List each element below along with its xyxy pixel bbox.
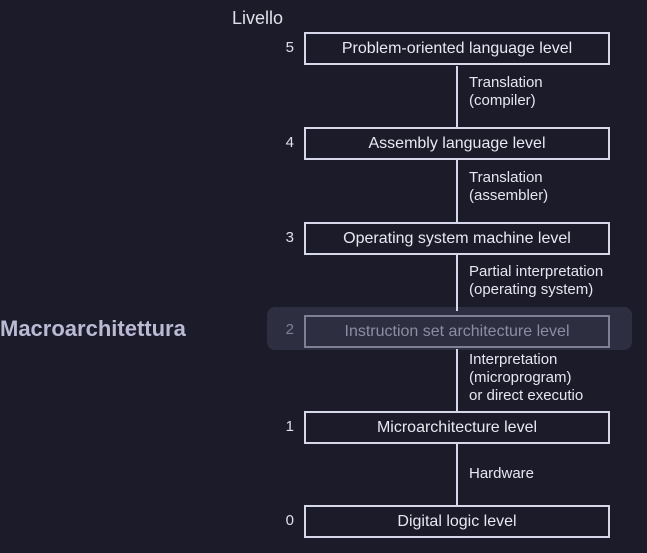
transition-label: Translation (compiler) (469, 74, 543, 109)
level-box-1: Microarchitecture level (304, 411, 610, 444)
connector-line (456, 160, 458, 222)
level-box-0: Digital logic level (304, 505, 610, 538)
connector-line (456, 349, 458, 411)
transition-label: Translation (assembler) (469, 169, 549, 204)
connector-line (456, 444, 458, 505)
level-number: 2 (285, 321, 294, 338)
connector-line (456, 66, 458, 127)
level-number: 5 (285, 39, 294, 56)
level-box-3: Operating system machine level (304, 222, 610, 255)
macroarchitecture-label: Macroarchitettura (0, 316, 186, 341)
level-number: 0 (285, 512, 294, 529)
level-box-5: Problem-oriented language level (304, 32, 610, 65)
transition-label: Interpretation (microprogram) or direct … (469, 351, 584, 404)
highlight-band (267, 307, 632, 350)
level-number: 1 (285, 418, 294, 435)
level-box-4: Assembly language level (304, 127, 610, 160)
axis-label-livello: Livello (232, 8, 284, 28)
level-box-2: Instruction set architecture level (304, 315, 610, 348)
transition-label: Partial interpretation (operating system… (469, 263, 604, 298)
transition-label: Hardware (469, 465, 535, 482)
level-number: 3 (285, 229, 294, 246)
connector-line (456, 255, 458, 311)
level-number: 4 (285, 134, 294, 151)
